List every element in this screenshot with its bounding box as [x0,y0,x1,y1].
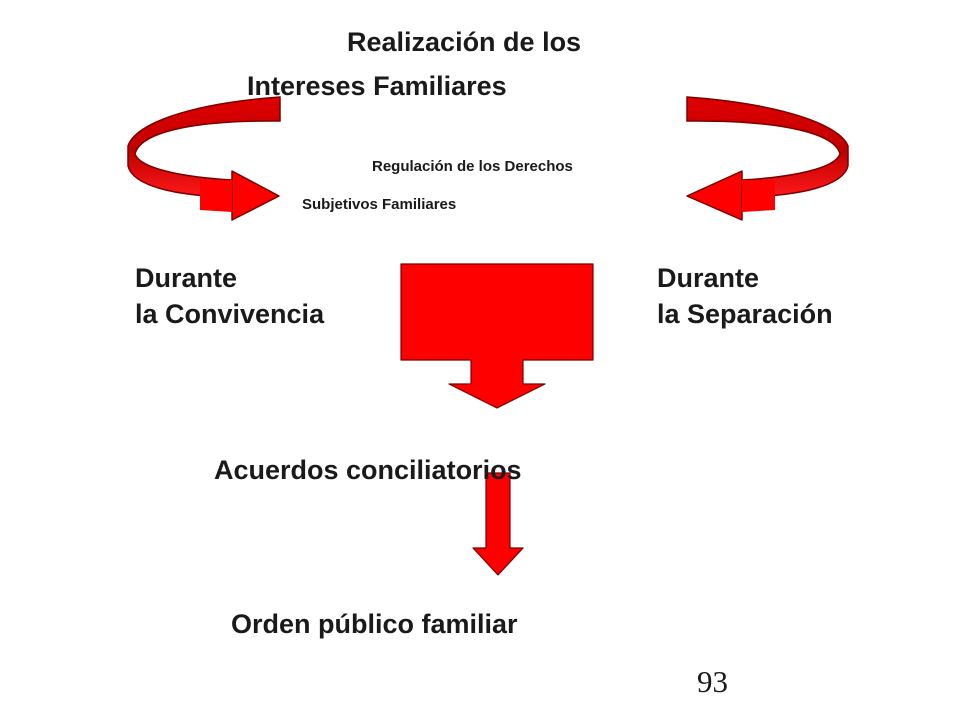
curved-arrow-right-icon [686,96,849,221]
subtitle-line-2: Subjetivos Familiares [302,196,457,213]
title-line-2: Intereses Familiares [247,71,507,101]
result-label: Orden público familiar [231,609,518,639]
title-line-1: Realización de los [347,27,582,57]
phase-convivencia-line-1: Durante [135,263,238,293]
phase-convivencia: Durante la Convivencia [135,260,324,332]
subtitle-line-1: Regulación de los Derechos [372,158,573,175]
phase-separacion: Durante la Separación [657,260,833,332]
phase-separacion-line-2: la Separación [657,299,833,329]
phase-convivencia-line-2: la Convivencia [135,299,325,329]
page-number: 93 [697,664,728,699]
block-down-arrow-icon [400,263,594,409]
down-arrow-icon [472,472,524,576]
outcome-label: Acuerdos conciliatorios [214,455,522,485]
phase-separacion-line-1: Durante [657,263,760,293]
curved-arrow-left-icon [127,96,281,221]
